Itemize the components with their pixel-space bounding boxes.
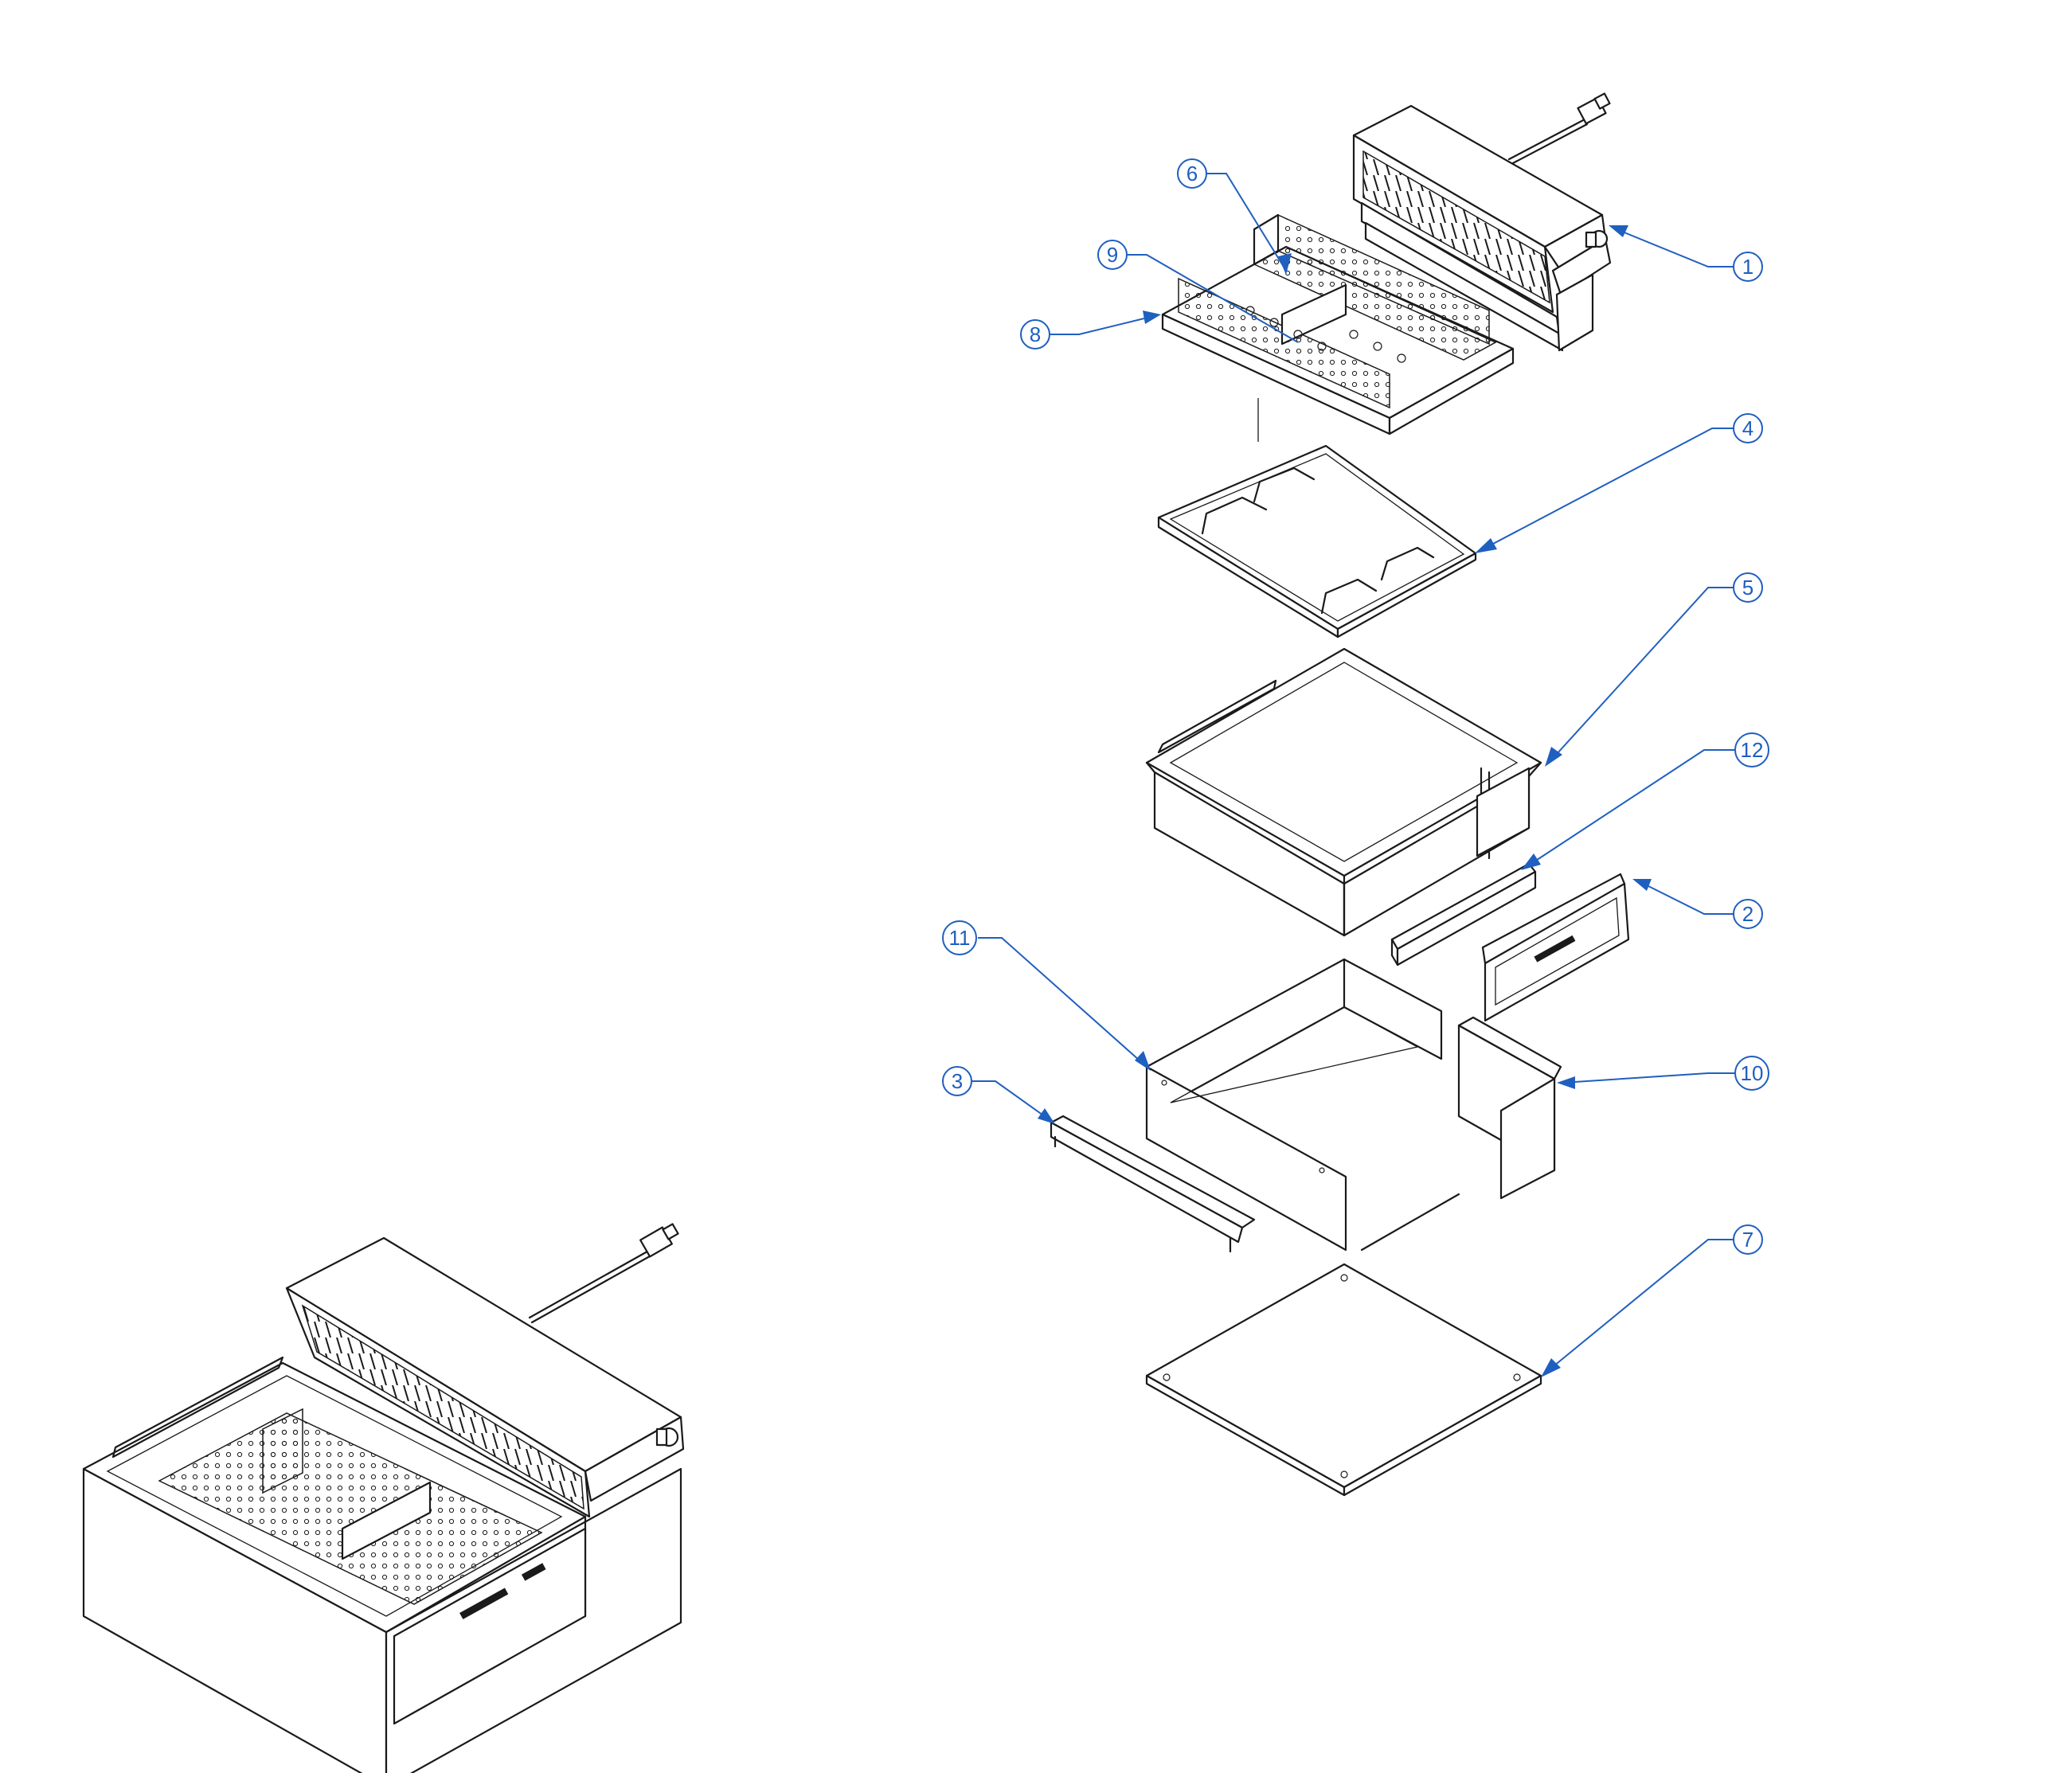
part-2-front-panel	[1481, 873, 1630, 1022]
callout-4: 4	[1733, 413, 1763, 443]
part-8-basket	[1161, 213, 1515, 442]
callout-10-label: 10	[1741, 1061, 1764, 1085]
callout-1-label: 1	[1742, 255, 1753, 279]
callout-6: 6	[1177, 158, 1207, 189]
part-5-upper-box	[1145, 647, 1542, 937]
callout-6-label: 6	[1187, 162, 1198, 186]
assembled-unit	[82, 1223, 685, 1773]
callout-3-label: 3	[952, 1069, 963, 1093]
callout-2-label: 2	[1742, 902, 1753, 926]
callout-12-label: 12	[1741, 738, 1764, 762]
part-7-base-plate	[1145, 1263, 1542, 1497]
callout-10: 10	[1734, 1056, 1769, 1091]
callout-8: 8	[1020, 319, 1050, 350]
callout-11-label: 11	[949, 926, 971, 950]
callout-7-label: 7	[1742, 1228, 1753, 1252]
callout-5-label: 5	[1742, 576, 1753, 599]
callout-12: 12	[1734, 732, 1769, 767]
callout-9-label: 9	[1107, 243, 1118, 267]
callout-1: 1	[1733, 252, 1763, 282]
part-11-lower-box	[1145, 958, 1562, 1252]
part-4-tray	[1157, 444, 1477, 639]
part-3-rail	[1050, 1115, 1256, 1253]
callout-11: 11	[942, 920, 977, 955]
part-1-heater-hood	[1352, 92, 1612, 352]
callout-3: 3	[942, 1066, 972, 1096]
callout-5: 5	[1733, 572, 1763, 603]
callout-4-label: 4	[1742, 416, 1753, 440]
callout-leaders	[970, 173, 1748, 1377]
callout-7: 7	[1733, 1224, 1763, 1255]
callout-9: 9	[1097, 240, 1128, 270]
part-12-strip	[1390, 862, 1537, 967]
callout-8-label: 8	[1030, 322, 1041, 346]
callout-2: 2	[1733, 899, 1763, 929]
